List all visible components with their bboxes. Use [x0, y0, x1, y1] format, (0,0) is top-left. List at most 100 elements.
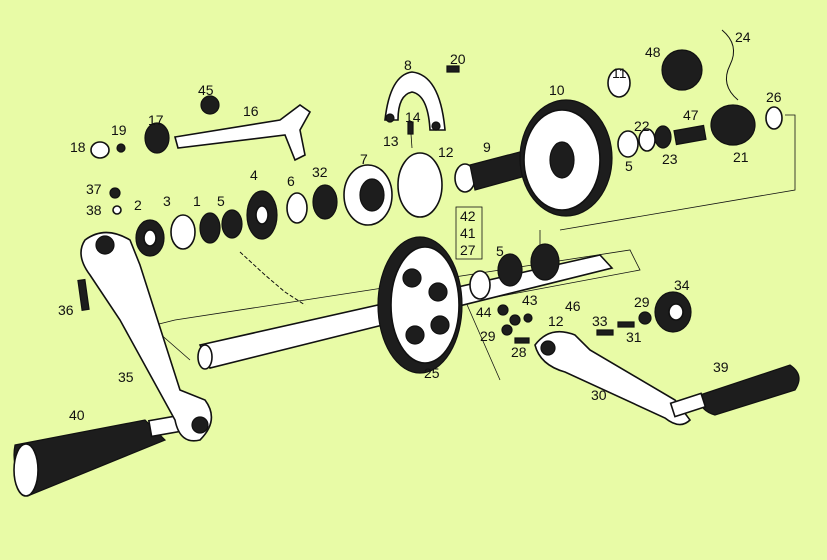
lower-shaft-parts: [469, 243, 560, 300]
label-42: 42: [460, 208, 476, 224]
label-32: 32: [312, 164, 328, 180]
gear-10-hub: [549, 141, 575, 179]
nut-37: [109, 187, 121, 199]
bearing-5-right: [617, 130, 639, 158]
ring-26: [765, 106, 783, 130]
label-6: 6: [287, 173, 295, 189]
gear-48: [661, 49, 703, 91]
spindle-47: [673, 124, 707, 146]
label-29b: 29: [634, 294, 650, 310]
bearing-7-inner: [359, 178, 385, 212]
collar-1-lower: [530, 243, 560, 281]
nut-2-hole: [143, 229, 157, 247]
gear-10: [519, 99, 613, 217]
label-17: 17: [148, 112, 164, 128]
fork-16-body: [173, 104, 312, 162]
label-2: 2: [134, 197, 142, 213]
nut-34-hole: [668, 303, 684, 321]
screw-20: [446, 65, 460, 73]
crank-arm-right: [534, 330, 692, 426]
label-18: 18: [70, 139, 86, 155]
label-31: 31: [626, 329, 642, 345]
bolt-31: [617, 321, 635, 328]
part-number-labels: 1 2 3 4 5 5 5 6 7 8 9 10 11 12 12 13 14 …: [58, 29, 782, 423]
label-33: 33: [592, 313, 608, 329]
label-box-42-41-27: [455, 206, 483, 260]
bearing-5-left: [221, 209, 243, 239]
label-27: 27: [460, 242, 476, 258]
small-fasteners: [497, 304, 652, 344]
nut-44: [497, 304, 509, 316]
crank-arm-right-bore: [540, 340, 556, 356]
right-upper-parts: [607, 29, 783, 158]
fork-16: [173, 104, 312, 162]
nut-29-lower: [501, 324, 513, 336]
label-43: 43: [522, 292, 538, 308]
sprocket-25: [377, 236, 463, 374]
nut-29-right: [638, 311, 652, 325]
bearing-5-lower: [497, 253, 523, 287]
label-22: 22: [634, 118, 650, 134]
pin-14: [407, 121, 414, 135]
washer-43: [509, 314, 521, 326]
label-11: 11: [612, 65, 627, 81]
lower-shaft-boundary: [154, 249, 641, 326]
crank-arm-35: [80, 231, 213, 442]
pedal-left-40: [13, 413, 188, 497]
sprocket-25-face: [390, 246, 460, 364]
bracket-8-hole-2: [431, 121, 441, 131]
label-46: 46: [565, 298, 581, 314]
label-36: 36: [58, 302, 74, 318]
leader-lines: [149, 114, 796, 381]
label-21: 21: [733, 149, 749, 165]
nut-45: [200, 95, 220, 115]
shaft-end: [197, 344, 213, 370]
label-29a: 29: [480, 328, 496, 344]
bolt-33: [596, 329, 614, 336]
label-12b: 12: [548, 313, 564, 329]
label-7: 7: [360, 151, 368, 167]
label-9: 9: [483, 139, 491, 155]
spacer-6: [286, 192, 308, 224]
crank-arm-30: [534, 330, 692, 426]
label-45: 45: [198, 82, 214, 98]
upper-shaft-group: [135, 147, 541, 257]
top-left-parts: [90, 95, 220, 215]
washer-3: [170, 214, 196, 250]
bolt-28: [514, 337, 530, 344]
label-47: 47: [683, 107, 699, 123]
label-35: 35: [118, 369, 134, 385]
washer-38: [112, 205, 122, 215]
sprocket-25-hole-4: [405, 325, 425, 345]
bracket-8: [384, 65, 460, 135]
label-25: 25: [424, 365, 440, 381]
label-34: 34: [674, 277, 690, 293]
label-40: 40: [69, 407, 85, 423]
cap-18: [90, 141, 110, 159]
label-5b: 5: [496, 243, 504, 259]
label-14: 14: [405, 109, 421, 125]
washer-19: [116, 143, 126, 153]
crank-arm-left: [80, 231, 213, 442]
bracket-8-hole-1: [385, 113, 395, 123]
label-24: 24: [735, 29, 751, 45]
hub-flange: [397, 152, 443, 218]
collar-1: [199, 212, 221, 244]
knob-17: [144, 122, 170, 154]
label-13: 13: [383, 133, 399, 149]
chain-segment: [239, 251, 306, 306]
sprocket-25-hole-3: [430, 315, 450, 335]
label-26: 26: [766, 89, 782, 105]
pedal-right-39: [669, 364, 800, 418]
washer-27: [469, 270, 491, 300]
gear-21: [710, 104, 756, 146]
pedal-left-end: [13, 443, 39, 497]
label-16: 16: [243, 103, 259, 119]
label-28: 28: [511, 344, 527, 360]
label-37: 37: [86, 181, 102, 197]
label-3: 3: [163, 193, 171, 209]
label-41: 41: [460, 225, 476, 241]
sprocket-4-hole: [255, 205, 269, 225]
